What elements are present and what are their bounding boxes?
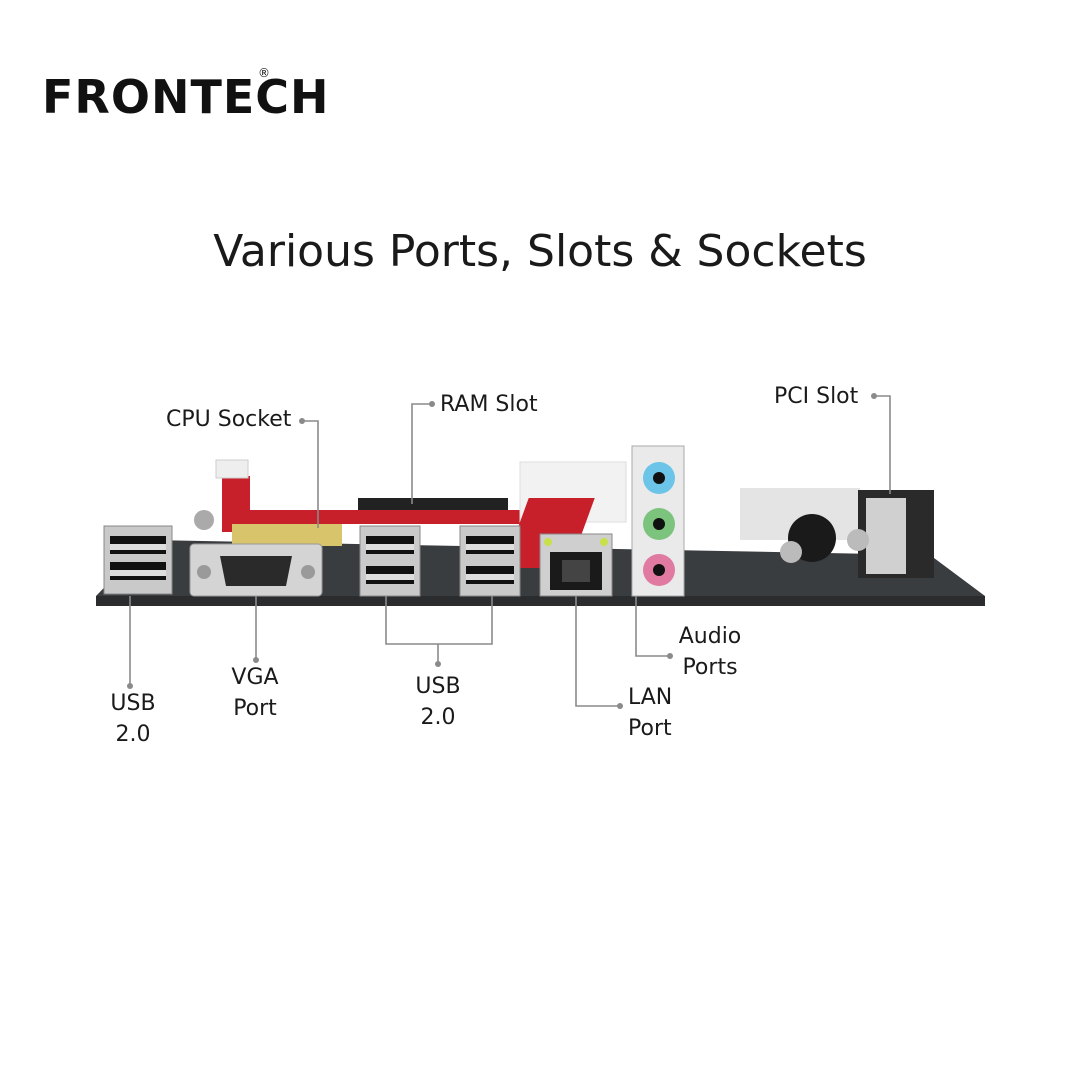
capacitor-3 [847,529,869,551]
label-vga-port: VGA Port [222,662,288,724]
leader-ram [411,403,432,504]
label-lan-line1: LAN [628,685,673,710]
label-audio-line2: Ports [682,655,738,680]
cpu-socket-block [232,524,342,546]
leader-cpu [302,420,319,528]
usb-port-center-1 [359,525,421,597]
usb-port-left [103,525,173,595]
leader-lines [129,395,891,707]
label-vga-line2: Port [233,696,277,721]
label-vga-line1: VGA [231,665,279,690]
capacitor-1 [194,510,214,530]
label-audio-ports: Audio Ports [672,621,748,683]
label-lan-line2: Port [628,716,672,741]
ram-slot-black [358,498,508,510]
label-lan-port: LAN Port [628,682,672,744]
label-cpu-socket: CPU Socket [166,407,292,432]
white-clip [215,459,249,479]
leader-lan [575,596,620,707]
pcb-edge [96,596,985,606]
label-usb-center-line1: USB [415,674,461,699]
registered-mark: ® [258,66,270,80]
label-audio-line1: Audio [678,624,742,649]
leader-audio [635,596,670,657]
red-clip-left [222,476,250,532]
leader-usb-center [385,596,493,645]
page-title: Various Ports, Slots & Sockets [213,226,867,277]
label-pci-slot: PCI Slot [774,384,859,409]
logo-text: FRONTECH [42,70,330,124]
usb-port-center-2 [459,525,521,597]
label-usb-left-line2: 2.0 [115,722,151,747]
label-ram-slot: RAM Slot [440,392,538,417]
label-usb-center-line2: 2.0 [420,705,456,730]
audio-ports [631,445,685,597]
label-usb-center: USB 2.0 [405,671,471,733]
vga-port [189,543,323,597]
label-usb-left-line1: USB [110,691,156,716]
leader-dots [127,393,877,709]
pci-slot-inner [866,498,906,574]
lan-port [539,533,613,597]
label-usb-left: USB 2.0 [100,688,166,750]
ram-slot-red [250,510,520,524]
capacitor-2 [780,541,802,563]
leader-pci [874,395,891,494]
